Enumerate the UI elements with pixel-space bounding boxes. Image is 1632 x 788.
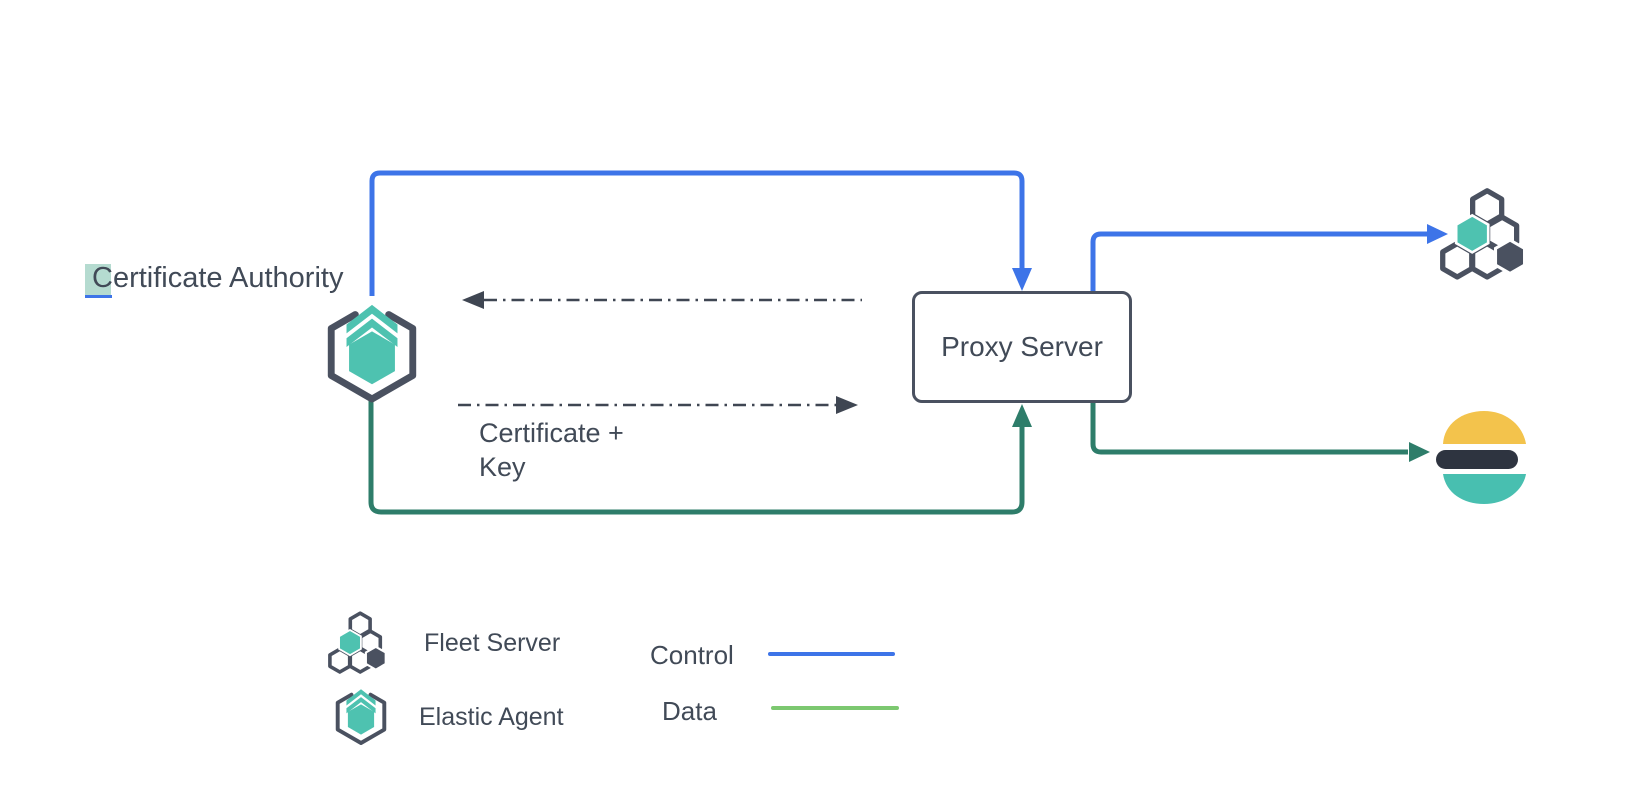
elasticsearch-icon bbox=[1436, 411, 1526, 504]
certificate-key-line1: Certificate + bbox=[479, 418, 624, 448]
legend-fleet-server-icon bbox=[328, 611, 388, 674]
text-selection-highlight bbox=[85, 264, 111, 297]
arrowhead-right-icon bbox=[836, 396, 858, 414]
control-edge-agent-to-proxy bbox=[369, 170, 1032, 296]
elastic-agent-icon bbox=[331, 305, 413, 399]
proxy-server-label: Proxy Server bbox=[941, 331, 1103, 362]
arrowhead-left-icon bbox=[462, 291, 484, 309]
arrowhead-down-icon bbox=[1012, 268, 1032, 291]
legend-elastic-agent-label: Elastic Agent bbox=[419, 703, 564, 731]
control-edge-proxy-to-fleet bbox=[1090, 224, 1448, 291]
certificate-key-line2: Key bbox=[479, 452, 526, 482]
arrowhead-right-icon bbox=[1409, 442, 1430, 462]
legend-control-label: Control bbox=[650, 640, 734, 670]
certificate-key-label: Certificate + Key bbox=[479, 416, 624, 484]
data-edge-proxy-to-elasticsearch bbox=[1090, 403, 1430, 462]
cert-key-edge-agent-to-proxy bbox=[458, 396, 858, 414]
proxy-server-node: Proxy Server bbox=[912, 291, 1132, 403]
cert-exchange-edge-proxy-to-agent bbox=[462, 291, 862, 309]
legend-data-label: Data bbox=[662, 696, 717, 726]
text-cursor-underline bbox=[85, 295, 112, 298]
certificate-authority-label: Certificate Authority bbox=[92, 262, 344, 294]
arrowhead-right-icon bbox=[1427, 224, 1448, 244]
arrowhead-up-icon bbox=[1012, 404, 1032, 427]
legend-fleet-server-label: Fleet Server bbox=[424, 629, 561, 657]
fleet-server-icon bbox=[1443, 191, 1525, 277]
data-edge-agent-to-proxy bbox=[368, 400, 1032, 515]
legend-elastic-agent-icon bbox=[335, 687, 387, 745]
